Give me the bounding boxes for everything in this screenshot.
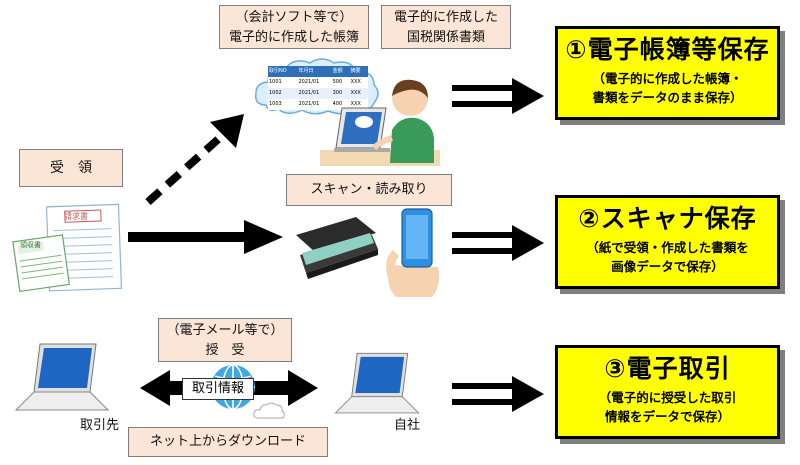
scanner-storage-box: ②スキャナ保存 （紙で受領・作成した書類を 画像データで保存） xyxy=(555,195,780,289)
receive-label: 受 領 xyxy=(19,149,123,187)
dashed-arrow-icon xyxy=(145,114,244,205)
invoice-doc-label: 請求書 xyxy=(64,212,88,221)
table-header: 年月日 xyxy=(298,68,314,74)
double-arrow-icon xyxy=(452,225,544,261)
self-company-label: 自社 xyxy=(394,418,421,433)
table-header: 摘要 xyxy=(350,68,361,74)
cloud-data-table: 取引NO 年月日 金額 摘要 1001 2021/01 500 XXX 1002… xyxy=(268,66,368,110)
electronic-books-subtitle: （電子的に作成した帳簿・ 書類をデータのまま保存） xyxy=(592,71,743,105)
cloud-icon xyxy=(254,58,379,115)
solid-arrow-icon xyxy=(128,220,283,254)
scanner-icon xyxy=(296,217,378,279)
receipt-doc-label: 領収書 xyxy=(20,241,41,249)
table-cell: 2021/01 xyxy=(298,79,320,85)
ledger-table: 取引NO 年月日 金額 摘要 1001 2021/01 500 XXX 1002… xyxy=(268,66,368,110)
table-cell: 500 xyxy=(332,79,343,85)
electronic-transaction-box: ③電子取引 （電子的に授受した取引 情報をデータで保存） xyxy=(555,345,780,439)
scan-read-label: スキャン・読み取り xyxy=(286,174,452,206)
table-cell: XXX xyxy=(350,79,361,85)
cloud-icon xyxy=(253,402,285,419)
double-arrow-icon xyxy=(452,376,544,412)
double-arrow-icon xyxy=(452,78,544,114)
accounting-software-label: （会計ソフト等で） 電子的に作成した帳簿 xyxy=(219,5,369,49)
table-cell: 1002 xyxy=(269,90,282,96)
electronic-transaction-subtitle: （電子的に授受した取引 情報をデータで保存） xyxy=(598,390,737,424)
partner-laptop-icon xyxy=(14,343,110,411)
table-row: 1002 2021/01 300 XXX xyxy=(268,88,368,99)
partner-label: 取引先 xyxy=(80,418,120,433)
person-at-computer-icon xyxy=(320,79,440,166)
table-row: 1001 2021/01 500 XXX xyxy=(268,77,368,88)
electronic-books-title: ①電子帳簿等保存 xyxy=(565,35,770,64)
table-header: 金額 xyxy=(332,68,343,74)
smartphone-icon xyxy=(386,208,440,297)
table-cell: 2021/01 xyxy=(298,90,320,96)
tax-docs-label: 電子的に作成した 国税関係書類 xyxy=(381,5,511,49)
scanner-storage-title: ②スキャナ保存 xyxy=(578,204,757,233)
table-cell: 300 xyxy=(332,90,343,96)
transaction-info-label: 取引情報 xyxy=(182,378,254,400)
email-label: （電子メール等で） 授 受 xyxy=(158,318,292,362)
invoice-document-icon xyxy=(12,203,123,293)
electronic-books-box: ①電子帳簿等保存 （電子的に作成した帳簿・ 書類をデータのまま保存） xyxy=(555,26,780,120)
download-label: ネット上からダウンロード xyxy=(128,427,328,457)
table-cell: 2021/01 xyxy=(298,101,320,107)
table-cell: 1003 xyxy=(269,101,282,107)
table-cell: 400 xyxy=(332,101,343,107)
table-cell: XXX xyxy=(350,101,361,107)
self-laptop-icon xyxy=(334,352,420,414)
table-cell: 1001 xyxy=(269,79,282,85)
table-row: 1003 2021/01 400 XXX xyxy=(268,99,368,110)
scanner-storage-subtitle: （紙で受領・作成した書類を 画像データで保存） xyxy=(586,240,749,274)
table-header: 取引NO xyxy=(269,68,287,74)
table-cell: XXX xyxy=(350,90,361,96)
electronic-transaction-title: ③電子取引 xyxy=(604,354,731,383)
